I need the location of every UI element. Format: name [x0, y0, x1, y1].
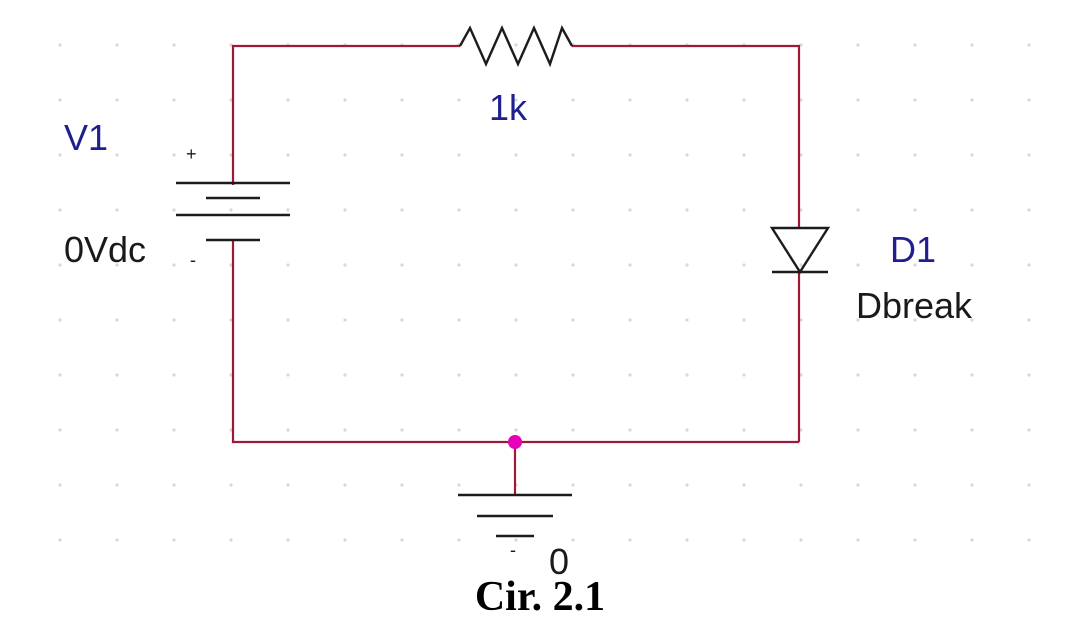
source-plus-mark: + [186, 144, 197, 164]
ground-symbol [458, 493, 572, 538]
source-value-label: 0Vdc [64, 229, 146, 270]
wire-top-left [231, 44, 460, 185]
resistor-value-label: 1k [489, 87, 528, 128]
ground-node-label: 0 [549, 541, 569, 582]
diode-symbol [769, 226, 831, 275]
resistor-symbol [458, 25, 574, 68]
source-name-label: V1 [64, 117, 108, 158]
dc-source-symbol [176, 181, 290, 242]
source-minus-mark: - [190, 250, 196, 270]
diode-model-label: Dbreak [856, 285, 973, 326]
wire-bottom [231, 240, 799, 444]
wire-top-right [572, 44, 801, 228]
figure-caption: Cir. 2.1 [474, 574, 606, 620]
diode-name-label: D1 [890, 229, 936, 270]
junction-dot [508, 435, 522, 449]
ground-minus-mark: - [510, 540, 516, 560]
